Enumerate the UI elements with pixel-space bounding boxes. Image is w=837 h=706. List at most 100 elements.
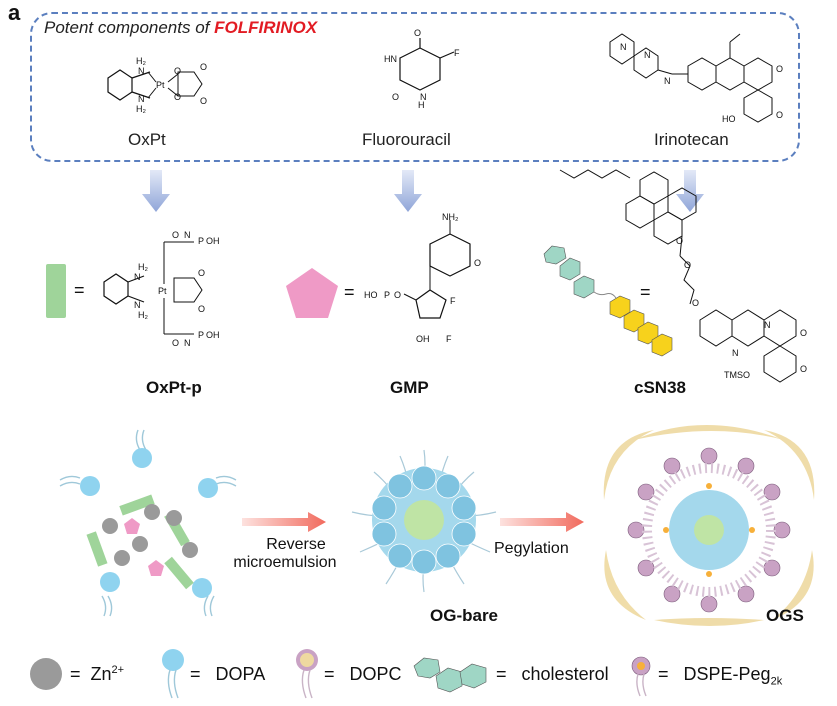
chem-n-bottom: N <box>138 94 145 104</box>
svg-text:OH: OH <box>206 330 220 340</box>
ogs-label: OGS <box>766 606 804 625</box>
oxpt-structure: H₂ N N H₂ Pt O O O O <box>107 56 207 114</box>
chem-h2-top: H₂ <box>136 56 146 66</box>
equals-oxpt-p: = <box>74 280 85 300</box>
svg-text:O: O <box>172 230 179 240</box>
svg-text:O: O <box>800 364 807 374</box>
chem-h2-bottom: H₂ <box>136 104 146 114</box>
legend-dopa-label: = DOPA <box>190 664 266 684</box>
svg-text:OH: OH <box>416 334 430 344</box>
legend-cholesterol-icon <box>413 657 487 693</box>
box-title: Potent components of FOLFIRINOX <box>44 18 317 38</box>
chem-f-gmp-bottom: F <box>446 334 452 344</box>
legend-dspe-sub: 2k <box>770 675 783 688</box>
svg-text:H₂: H₂ <box>138 310 148 320</box>
svg-text:H₂: H₂ <box>138 262 148 272</box>
drug-name-fluorouracil: Fluorouracil <box>362 130 451 149</box>
legend-dopc-text: DOPC <box>349 664 402 684</box>
og-bare-label: OG-bare <box>430 606 499 625</box>
svg-text:N: N <box>732 348 739 358</box>
svg-text:N: N <box>420 92 427 102</box>
legend-cholesterol-text: cholesterol <box>521 664 609 684</box>
svg-text:O: O <box>394 290 401 300</box>
svg-text:O: O <box>684 260 691 270</box>
svg-text:O: O <box>692 298 699 308</box>
chem-ho-irinotecan: HO <box>722 114 736 124</box>
svg-text:H: H <box>418 100 425 110</box>
down-arrow-1 <box>142 170 170 212</box>
svg-text:N: N <box>644 50 651 60</box>
chem-tmso: TMSO <box>724 370 750 380</box>
drug-name-oxpt: OxPt <box>128 130 166 149</box>
panel-letter: a <box>8 0 21 25</box>
down-arrow-2 <box>394 170 422 212</box>
gmp-structure: NH₂ O HO P O F F OH <box>364 212 481 344</box>
dopa-molecule <box>132 429 152 468</box>
prodrug-name-oxpt-p: OxPt-p <box>146 378 202 397</box>
equals-gmp: = <box>344 282 355 302</box>
svg-text:P: P <box>198 330 204 340</box>
legend-zn-icon <box>30 658 62 690</box>
svg-text:Pt: Pt <box>158 286 167 296</box>
svg-text:O: O <box>174 92 181 102</box>
chem-f-5fu: F <box>454 48 460 58</box>
svg-text:O: O <box>200 96 207 106</box>
svg-text:O: O <box>172 338 179 348</box>
components-box <box>30 12 800 162</box>
prodrug-name-csn38: cSN38 <box>634 378 686 397</box>
chem-f-gmp-top: F <box>450 296 456 306</box>
legend-zn-label: = Zn2+ <box>70 664 125 684</box>
svg-text:O: O <box>800 328 807 338</box>
svg-text:N: N <box>134 300 141 310</box>
legend-dopc-icon <box>296 649 318 699</box>
step1-line2: microemulsion <box>233 554 337 571</box>
chem-pt: Pt <box>156 80 165 90</box>
svg-text:N: N <box>620 42 627 52</box>
equals-csn38: = <box>640 282 651 302</box>
oxpt-p-symbol <box>46 264 66 318</box>
svg-text:O: O <box>198 268 205 278</box>
legend-dspe-peg-label: = DSPE-Peg2k <box>658 664 783 688</box>
component-mixture <box>59 429 237 617</box>
svg-text:N: N <box>184 338 191 348</box>
ogs-particle <box>603 425 815 626</box>
legend-dopc-label: = DOPC <box>324 664 402 684</box>
legend-dopa-icon <box>162 649 184 699</box>
prodrug-name-gmp: GMP <box>390 378 429 397</box>
step1-line1: Reverse <box>266 536 326 553</box>
box-title-accent: FOLFIRINOX <box>214 18 318 37</box>
svg-text:O: O <box>474 258 481 268</box>
svg-text:O: O <box>776 110 783 120</box>
right-arrow-1 <box>242 512 326 532</box>
step1-label: Reverse microemulsion <box>233 536 346 572</box>
right-arrow-2 <box>500 512 584 532</box>
legend-dopa-text: DOPA <box>215 664 266 684</box>
svg-text:OH: OH <box>206 236 220 246</box>
chem-n-top: N <box>138 66 145 76</box>
legend-dspe-text: DSPE-Peg <box>683 664 771 684</box>
fluorouracil-structure: O F HN O N H <box>384 28 460 110</box>
irinotecan-structure: N N N O O HO <box>609 33 783 124</box>
svg-text:O: O <box>392 92 399 102</box>
svg-text:HN: HN <box>384 54 397 64</box>
svg-text:N: N <box>764 320 771 330</box>
svg-text:N: N <box>184 230 191 240</box>
svg-text:P: P <box>384 290 390 300</box>
og-bare-particle <box>351 449 497 593</box>
legend-cholesterol-label: = cholesterol <box>496 664 609 684</box>
svg-text:P: P <box>198 236 204 246</box>
legend-zn-sup: 2+ <box>111 664 125 676</box>
svg-text:N: N <box>664 76 671 86</box>
svg-text:HO: HO <box>364 290 378 300</box>
oxpt-p-structure: H₂ N N H₂ Pt O N P OH O N P OH O O <box>103 230 220 348</box>
svg-text:O: O <box>198 304 205 314</box>
legend-zn-text: Zn <box>90 664 112 684</box>
box-title-prefix: Potent components of <box>44 18 215 37</box>
down-arrow-3 <box>676 170 704 212</box>
svg-text:O: O <box>776 64 783 74</box>
legend-dspe-peg-icon <box>631 656 651 697</box>
svg-text:O: O <box>174 66 181 76</box>
step2-label: Pegylation <box>494 540 569 557</box>
chem-nh2-gmp: NH₂ <box>442 212 459 222</box>
svg-text:N: N <box>134 272 141 282</box>
